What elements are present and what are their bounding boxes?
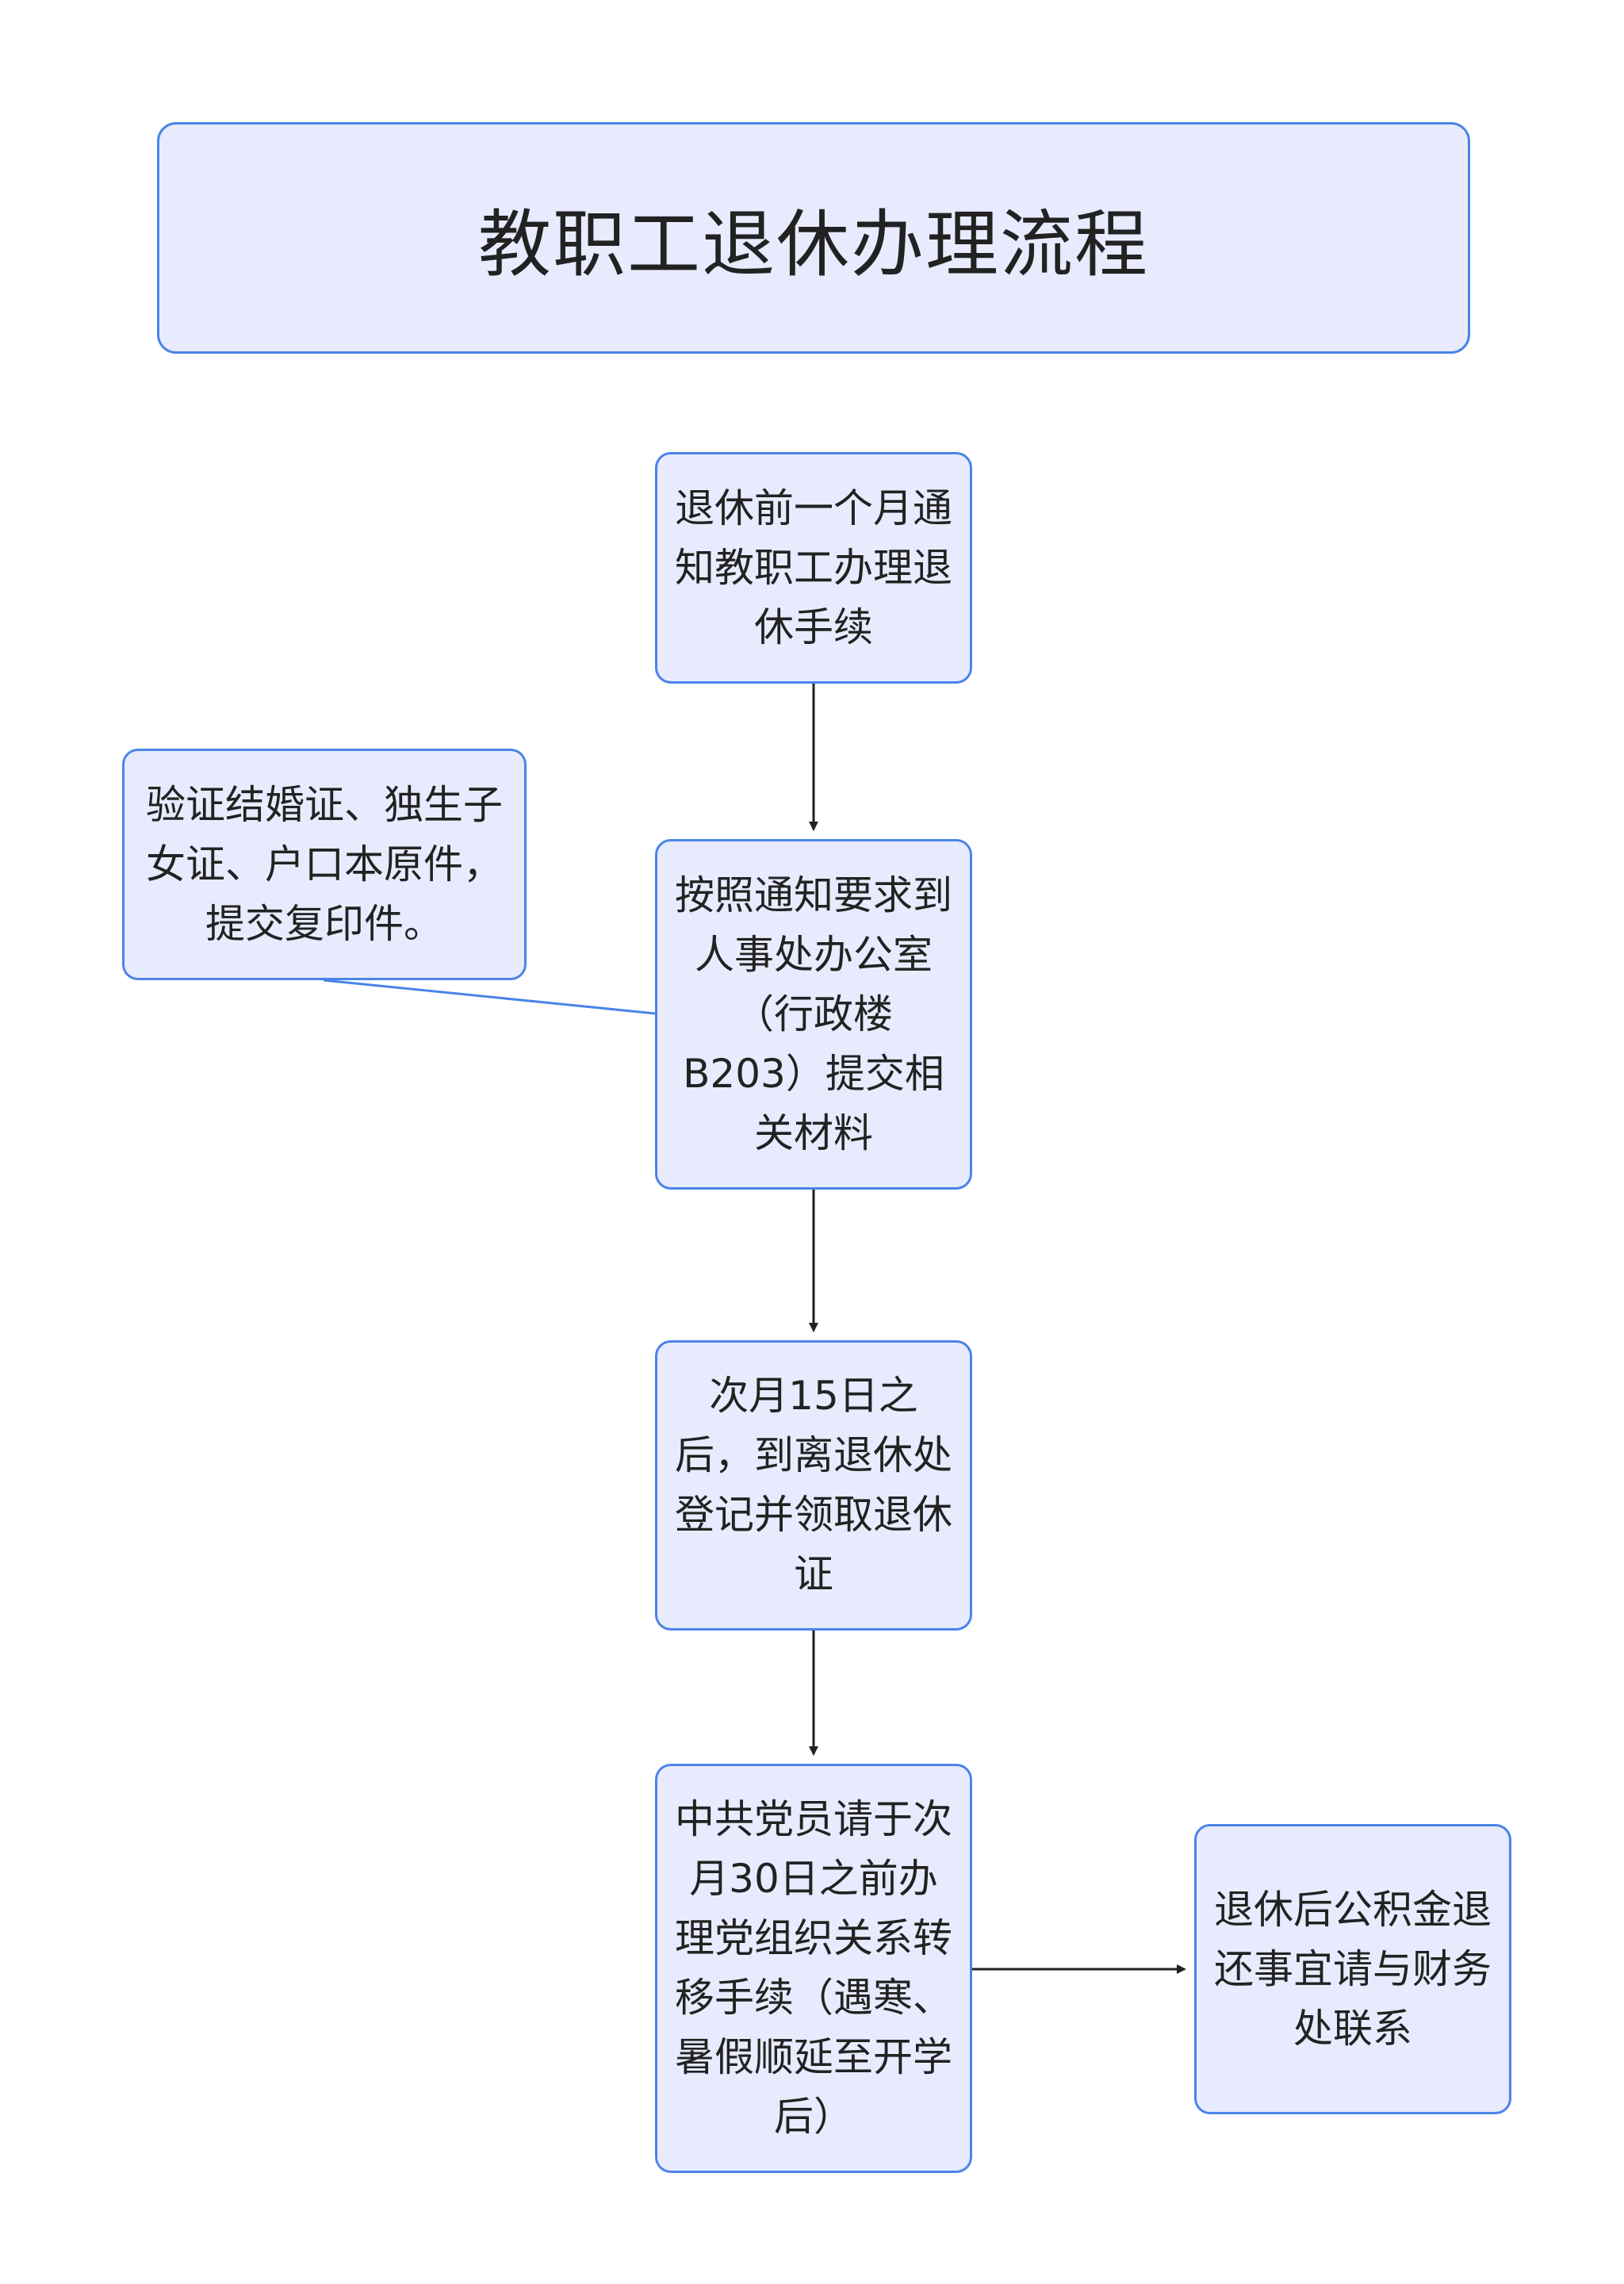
side-info-line: 处联系 [1293, 2005, 1412, 2052]
step-4-line: 中共党员请于次 [675, 1796, 952, 1842]
step-4-box: 中共党员请于次 月30日之前办 理党组织关系转 移手续（遇寒、 暑假顺延至开学 … [655, 1764, 972, 2173]
side-info-text: 退休后公积金退 还事宜请与财务 处联系 [1203, 1880, 1503, 2059]
step-4-line: 暑假顺延至开学 [675, 2034, 952, 2080]
side-info-box: 退休后公积金退 还事宜请与财务 处联系 [1194, 1824, 1511, 2114]
step-2-box: 按照通知要求到 人事处办公室 （行政楼 B203）提交相 关材料 [655, 839, 972, 1190]
step-2-line: 人事处办公室 [695, 931, 933, 978]
step-3-line: 次月15日之 [709, 1373, 918, 1419]
note-line: 验证结婚证、独生子 [146, 781, 503, 828]
step-1-line: 休手续 [754, 604, 873, 650]
note-line: 女证、户口本原件， [146, 841, 503, 887]
step-3-line: 登记并领取退休 [675, 1492, 952, 1538]
step-3-text: 次月15日之 后，到离退休处 登记并领取退休 证 [664, 1366, 963, 1604]
step-4-line: 理党组织关系转 [675, 1915, 952, 1961]
step-2-line: （行政楼 [734, 991, 893, 1037]
step-4-line: 月30日之前办 [689, 1856, 938, 1902]
note-box: 验证结婚证、独生子 女证、户口本原件， 提交复印件。 [122, 749, 527, 980]
step-1-line: 知教职工办理退 [675, 544, 952, 591]
step-1-line: 退休前一个月通 [675, 485, 952, 531]
step-2-line: B203）提交相 [683, 1050, 944, 1097]
step-3-line: 后，到离退休处 [675, 1432, 952, 1478]
step-2-text: 按照通知要求到 人事处办公室 （行政楼 B203）提交相 关材料 [664, 866, 963, 1163]
step-3-line: 证 [794, 1551, 833, 1597]
note-text: 验证结婚证、独生子 女证、户口本原件， 提交复印件。 [135, 776, 514, 954]
step-4-line: 后） [774, 2094, 853, 2140]
title-box: 教职工退休办理流程 [157, 122, 1470, 354]
step-4-text: 中共党员请于次 月30日之前办 理党组织关系转 移手续（遇寒、 暑假顺延至开学 … [664, 1790, 963, 2147]
page-title: 教职工退休办理流程 [477, 201, 1149, 287]
step-3-box: 次月15日之 后，到离退休处 登记并领取退休 证 [655, 1340, 972, 1631]
side-info-line: 退休后公积金退 [1214, 1886, 1492, 1933]
step-4-line: 移手续（遇寒、 [675, 1975, 952, 2021]
step-2-line: 关材料 [754, 1109, 873, 1156]
note-line: 提交复印件。 [205, 900, 443, 947]
step-2-line: 按照通知要求到 [675, 872, 952, 918]
step-1-text: 退休前一个月通 知教职工办理退 休手续 [664, 479, 963, 657]
step-1-box: 退休前一个月通 知教职工办理退 休手续 [655, 452, 972, 684]
note-link-line [323, 979, 656, 1015]
side-info-line: 还事宜请与财务 [1214, 1945, 1492, 1992]
